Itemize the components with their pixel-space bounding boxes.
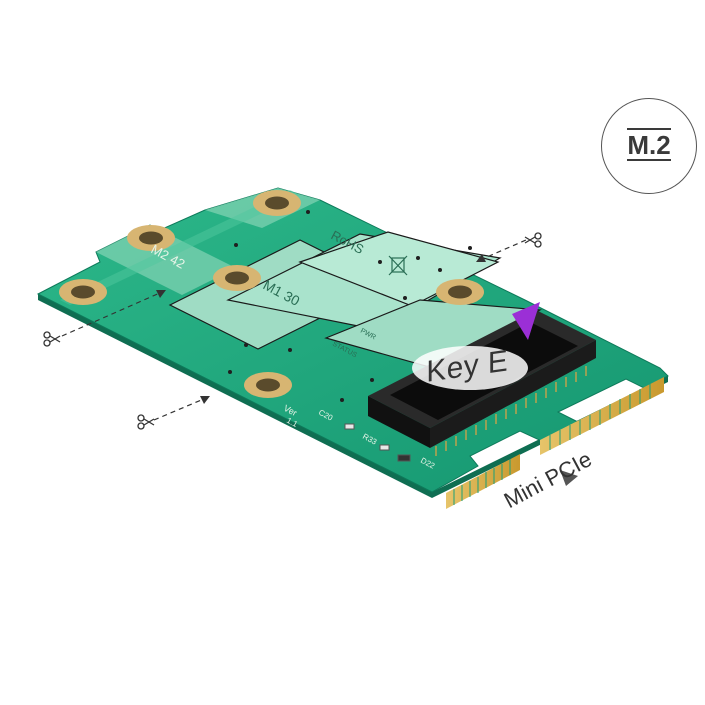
m2-badge-label: M.2 [627, 127, 672, 161]
key-e-glow [412, 346, 528, 390]
pcie-finger-gaps-right [549, 384, 651, 450]
solder-pads [228, 210, 472, 402]
plate-status [324, 299, 542, 371]
scissors-icon [137, 414, 155, 430]
scissors-icon [43, 331, 61, 347]
pcie-finger-gaps-left [453, 459, 511, 505]
scissors-icon [524, 232, 542, 248]
key-e-marker-icon [512, 302, 540, 340]
pcb-edge [38, 294, 668, 498]
mounting-holes [59, 190, 484, 398]
mini-pcie-pointer-icon [560, 470, 578, 486]
cut-guides [61, 239, 527, 421]
smd-components [344, 423, 411, 462]
plate-rohs [298, 231, 500, 307]
pcie-fingers-right [540, 377, 664, 455]
cut-arrowheads [156, 254, 486, 404]
weee-bin-icon [388, 255, 408, 276]
cut-strip-1 [60, 190, 300, 305]
m2-badge: M.2 [601, 98, 697, 194]
